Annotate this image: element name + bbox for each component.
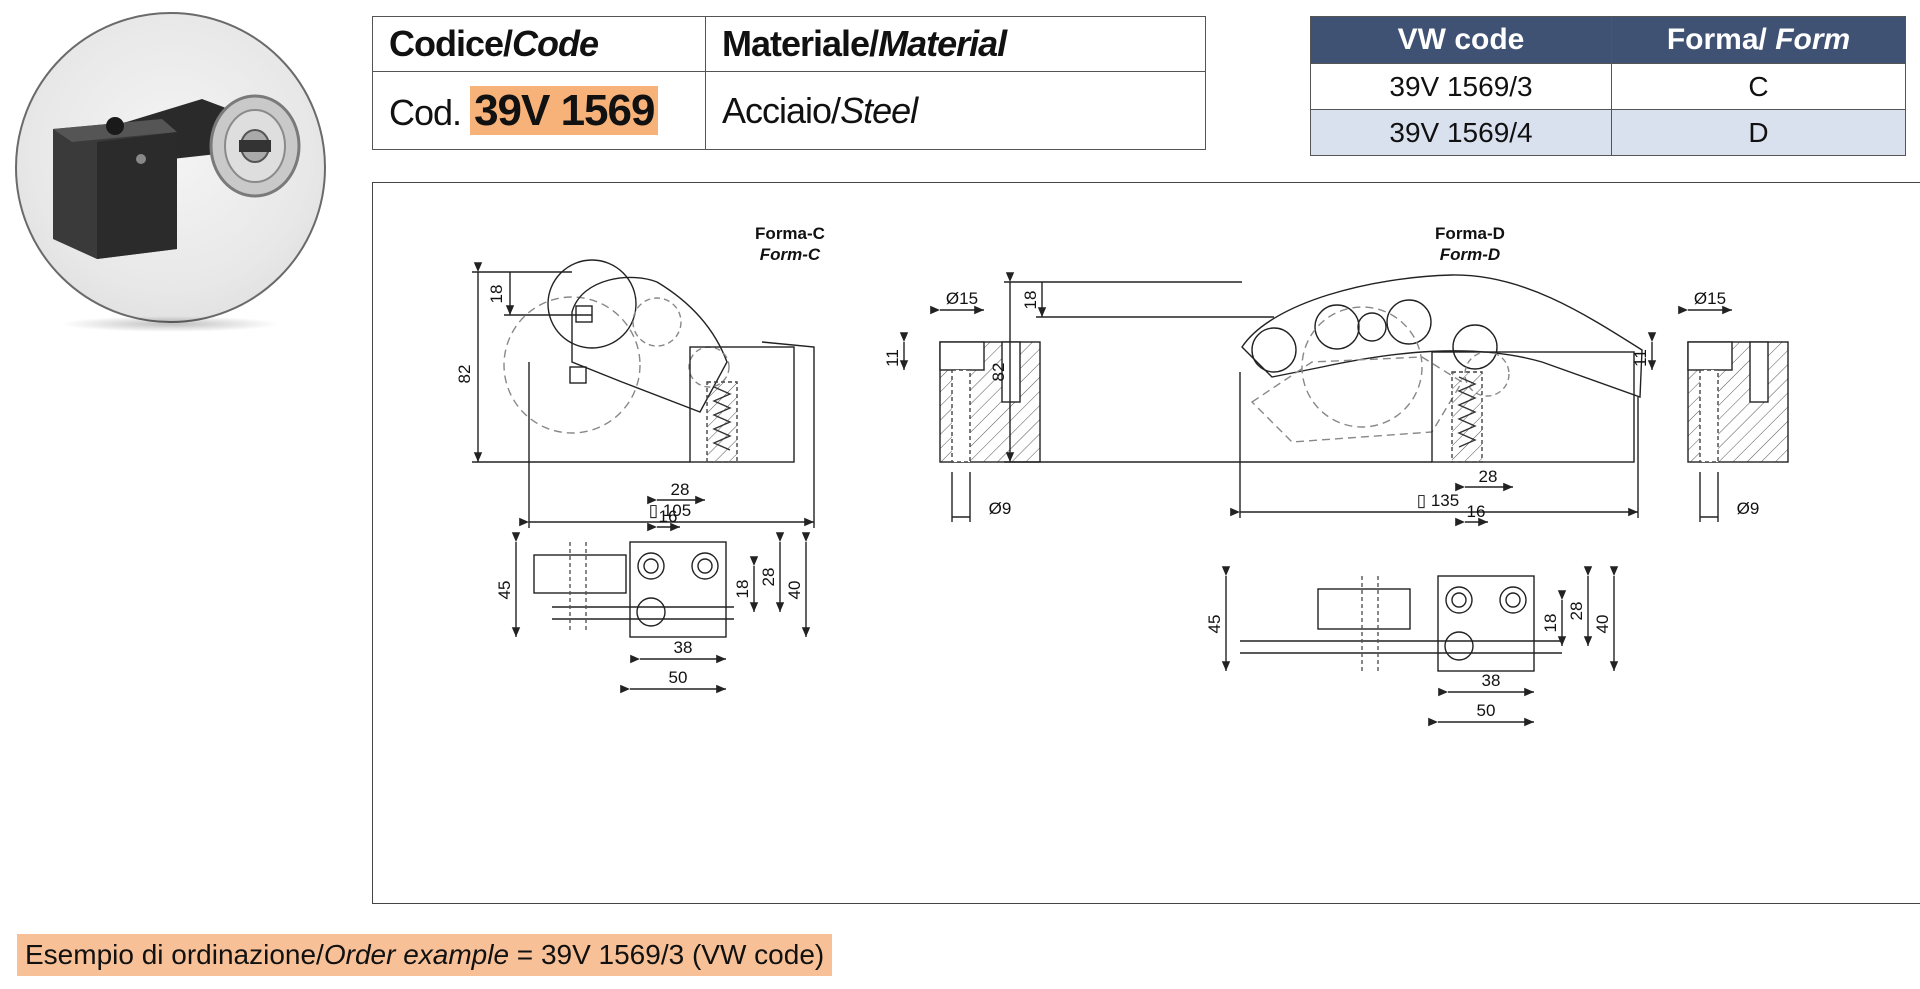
dim-d9-d: Ø9: [1737, 499, 1760, 518]
form-d-subtitle: Form-D: [1440, 245, 1500, 264]
form-d-title: Forma-D: [1435, 224, 1505, 243]
code-header: Codice/Code: [372, 16, 706, 72]
form-header: Forma/ Form: [1611, 16, 1906, 64]
dim-82-c: 82: [455, 365, 474, 384]
dim-40-top-c: 40: [785, 581, 804, 600]
dim-50-top-c: 50: [669, 668, 688, 687]
order-example: Esempio di ordinazione/Order example = 3…: [17, 934, 833, 976]
vw-code-table: VW code Forma/ Form 39V 1569/3 C 39V 156…: [1310, 16, 1906, 156]
form-d-top-view: 28 16 45 18 28 40 38 50: [1205, 467, 1619, 727]
dim-40-top-d: 40: [1593, 615, 1612, 634]
code-material-table: Codice/Code Materiale/Material Cod. 39V …: [372, 16, 1206, 150]
dim-50-top-d: 50: [1477, 701, 1496, 720]
vw-row-form: D: [1611, 109, 1906, 156]
dim-45-top-c: 45: [495, 581, 514, 600]
clamp-unit-image: [53, 94, 301, 259]
form-c-title: Forma-C: [755, 224, 825, 243]
photo-shadow: [60, 316, 280, 332]
code-value-cell: Cod. 39V 1569: [372, 71, 706, 150]
dim-11-c: 11: [883, 349, 902, 367]
vw-row-code: 39V 1569/4: [1310, 109, 1612, 156]
dim-28b-top-c: 28: [759, 568, 778, 587]
drawing-frame: [372, 182, 1920, 904]
form-c-subtitle: Form-C: [760, 245, 821, 264]
vw-code-header: VW code: [1310, 16, 1612, 64]
form-c-side-view: 82 18 ▯ 105: [455, 259, 815, 528]
dim-28-top-d: 28: [1479, 467, 1498, 486]
code-value-highlight: 39V 1569: [470, 85, 659, 135]
dim-16-top-d: 16: [1467, 502, 1486, 521]
dim-18-top-c: 18: [733, 580, 752, 599]
form-d-side-view: 82 18 ▯ 135: [989, 272, 1643, 518]
product-photo: [15, 12, 326, 323]
dim-d15-c: Ø15: [946, 289, 978, 308]
dim-28-top-c: 28: [671, 480, 690, 499]
material-header: Materiale/Material: [705, 16, 1206, 72]
vw-row-code: 39V 1569/3: [1310, 63, 1612, 110]
dim-d15-d: Ø15: [1694, 289, 1726, 308]
dim-38-top-c: 38: [674, 638, 693, 657]
technical-drawing: Forma-C Form-C 82 18 ▯ 105: [372, 182, 1920, 904]
dim-16-top-c: 16: [659, 507, 678, 526]
vw-row-form: C: [1611, 63, 1906, 110]
dim-28b-top-d: 28: [1567, 602, 1586, 621]
dim-18-top-d: 18: [1541, 614, 1560, 633]
dim-135: ▯ 135: [1417, 491, 1459, 510]
form-d-section: Ø15 11 Ø9: [1631, 289, 1789, 522]
material-value-cell: Acciaio/Steel: [705, 71, 1206, 150]
dim-38-top-d: 38: [1482, 671, 1501, 690]
dim-18-d: 18: [1021, 291, 1040, 310]
form-c-top-view: 28 16 45 18 28 40 38 50: [495, 480, 811, 694]
dim-11-d: 11: [1631, 349, 1650, 367]
dim-18-c: 18: [487, 285, 506, 304]
dim-45-top-d: 45: [1205, 615, 1224, 634]
dim-105: ▯ 105: [649, 501, 691, 520]
dim-82-d: 82: [989, 363, 1008, 382]
dim-d9-c: Ø9: [989, 499, 1012, 518]
form-c-section: Ø15 11 Ø9: [883, 289, 1041, 522]
